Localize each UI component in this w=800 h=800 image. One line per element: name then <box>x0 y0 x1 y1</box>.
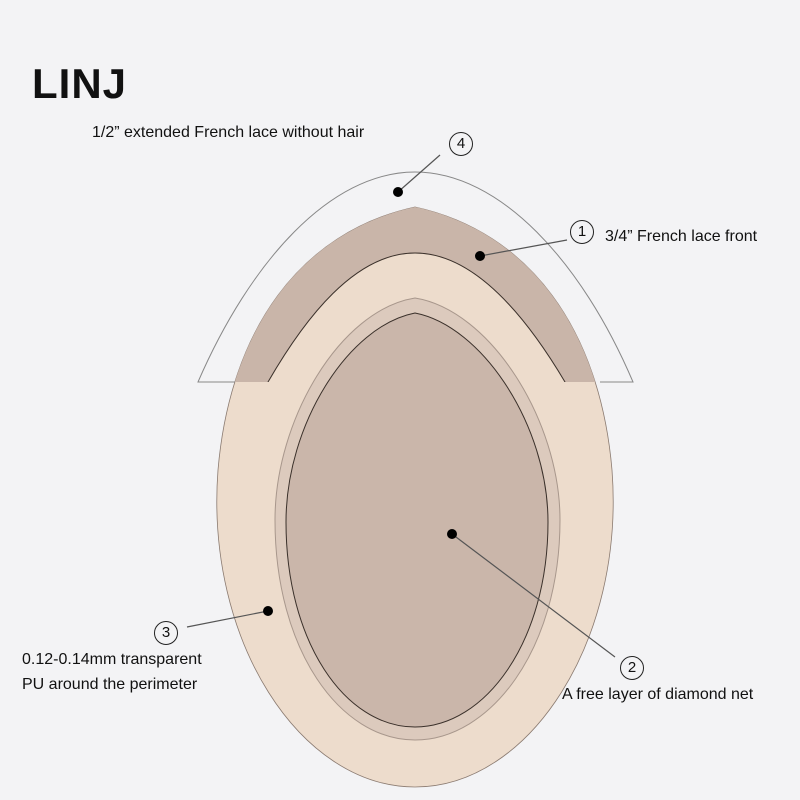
callout-number-2: 2 <box>620 656 644 680</box>
callout-label-3-line2: PU around the perimeter <box>22 676 198 693</box>
callout-label-3-line1: 0.12-0.14mm transparent <box>22 651 202 668</box>
diamond-net-area <box>285 312 549 728</box>
callout-dots <box>263 187 485 616</box>
extended-lace-outline <box>197 171 634 383</box>
callout-number-1: 1 <box>570 220 594 244</box>
callout-label-2: A free layer of diamond net <box>562 686 754 703</box>
callout-number-3: 3 <box>154 621 178 645</box>
callout-label-4: 1/2” extended French lace without hair <box>92 124 365 141</box>
callout-number-4: 4 <box>449 132 473 156</box>
brand-logo: LINJ <box>32 60 128 107</box>
callout-label-1: 3/4” French lace front <box>605 228 758 245</box>
leader-lines <box>186 154 616 658</box>
